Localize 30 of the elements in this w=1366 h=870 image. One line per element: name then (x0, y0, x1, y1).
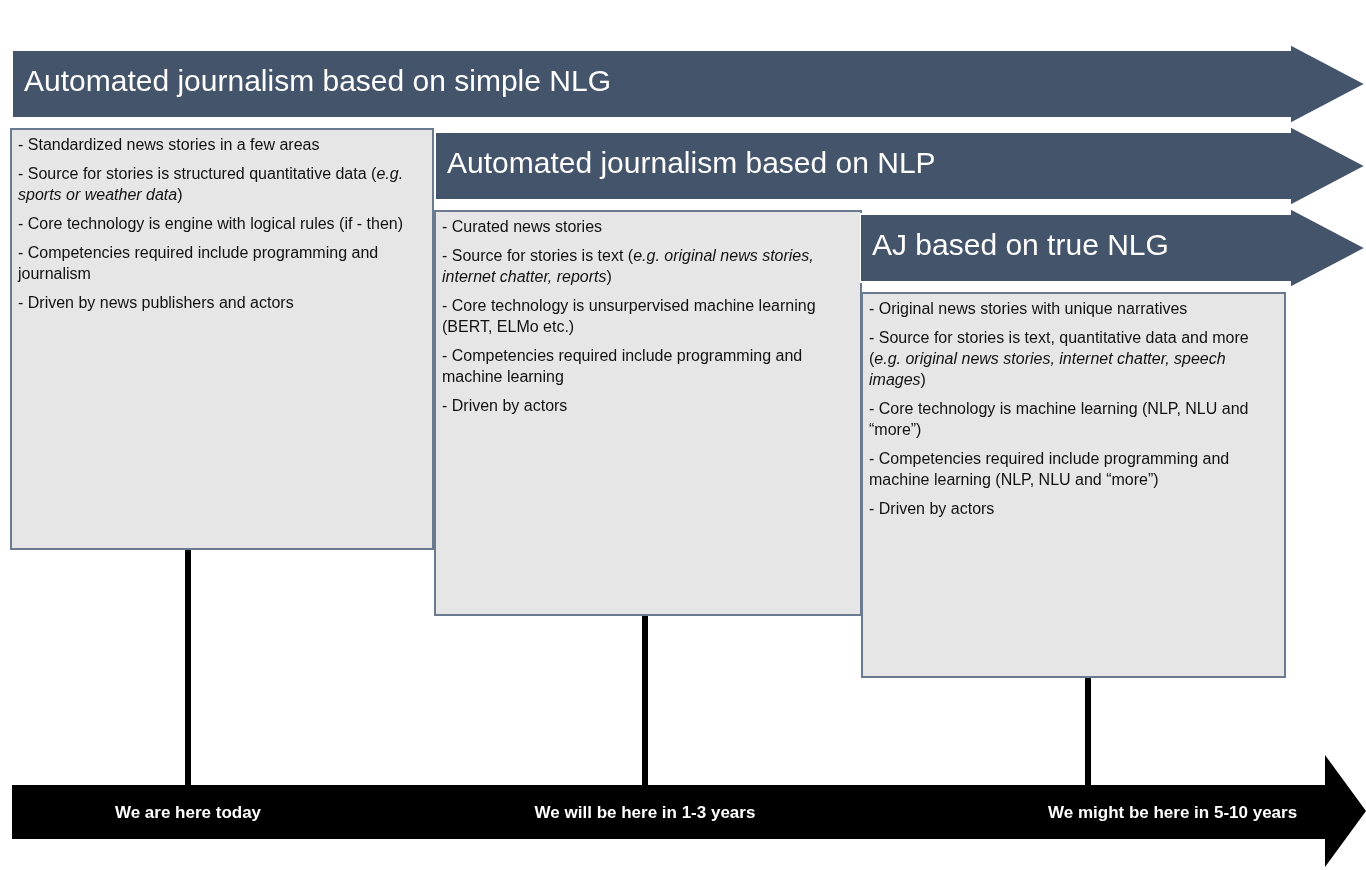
arrow-band (435, 126, 1366, 206)
bullet-text: - Driven by news publishers and actors (18, 293, 295, 313)
bullet-text: - Competencies required include programming and machine learning (442, 346, 804, 387)
timeline-label: We might be here in 5-10 years (1048, 803, 1298, 823)
band-heading: AJ based on true NLG (872, 228, 1169, 262)
bullet-text: - Core technology is unsurpervised machine learning (BERT, ELMo etc.) (442, 296, 817, 337)
band-heading: Automated journalism based on simple NLG (24, 64, 611, 98)
band-heading: Automated journalism based on NLP (447, 146, 936, 180)
connector-line (1085, 678, 1091, 785)
description-box (861, 292, 1286, 678)
bullet-text: - Curated news stories (442, 217, 604, 237)
arrow-band (860, 208, 1366, 288)
bullet-text: - Source for stories is text (e.g. original news stories, internet chatter, reports) (442, 246, 815, 287)
bullet-text: - Original news stories with unique narratives (869, 299, 1189, 319)
bullet-text: - Driven by actors (869, 499, 996, 519)
bullet-text: - Source for stories is structured quantitative data (e.g. sports or weather data) (18, 164, 405, 205)
bullet-text: - Driven by actors (442, 396, 569, 416)
bullet-text: - Competencies required include programming and machine learning (NLP, NLU and “more”) (869, 449, 1231, 490)
timeline-label: We will be here in 1-3 years (534, 803, 756, 823)
bullet-text: - Competencies required include programming and journalism (18, 243, 380, 284)
bullet-text: - Core technology is engine with logical rules (if - then) (18, 214, 405, 234)
description-box (434, 210, 862, 616)
arrow-band (12, 44, 1366, 124)
connector-line (185, 550, 191, 785)
bullet-text: - Core technology is machine learning (NLP, NLU and “more”) (869, 399, 1250, 440)
timeline-label: We are here today (114, 803, 262, 823)
bullet-text: - Source for stories is text, quantitative data and more (e.g. original news stories, internet chatter, speech images) (869, 328, 1250, 390)
connector-line (642, 616, 648, 785)
bullet-text: - Standardized news stories in a few areas (18, 135, 321, 155)
description-box (10, 128, 434, 550)
